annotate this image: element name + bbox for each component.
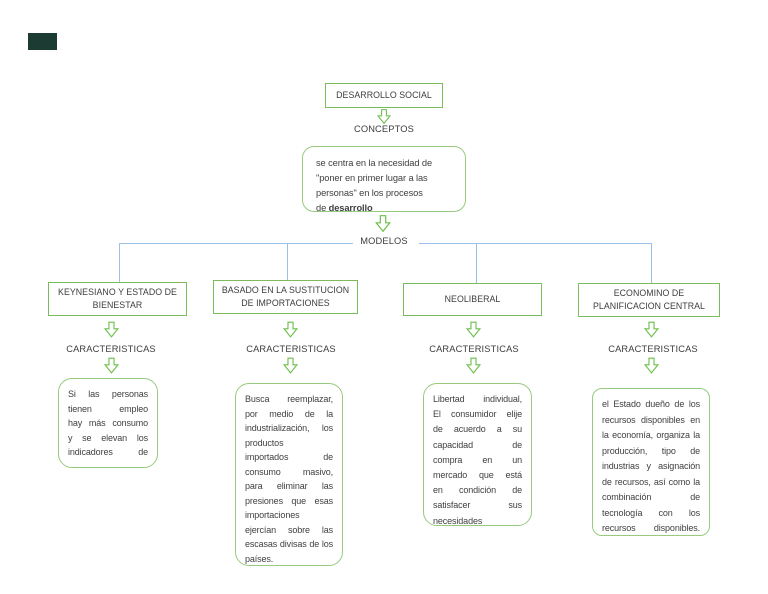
model-box-neoliberal: NEOLIBERAL [403,283,542,316]
down-arrow-icon [644,321,659,338]
root-title-box: DESARROLLO SOCIAL [325,83,443,108]
model-box-keynesiano: KEYNESIANO Y ESTADO DE BIENESTAR [48,282,187,316]
dark-rectangle-shape [28,33,57,50]
root-title: DESARROLLO SOCIAL [336,89,432,100]
down-arrow-icon [283,357,298,374]
caracteristicas-label-4: CARACTERISTICAS [608,344,698,354]
model-box-title: NEOLIBERAL [444,293,501,304]
caracteristicas-label-1: CARACTERISTICAS [66,344,156,354]
modelos-label: MODELOS [360,236,408,246]
down-arrow-icon [376,109,392,124]
model-box-sustitucion: BASADO EN LA SUSTITUCION DE IMPORTACIONE… [213,280,358,314]
concept-definition-box: se centra en la necesidad de "poner en p… [302,146,466,213]
caracteristicas-label-3: CARACTERISTICAS [429,344,519,354]
down-arrow-icon [104,321,119,338]
model-box-planificacion-central: ECONOMINO DE PLANIFICACION CENTRAL [578,283,720,317]
concept-definition-text: se centra en la necesidad de "poner en p… [316,158,433,213]
model-box-title: KEYNESIANO Y ESTADO DE BIENESTAR [58,286,177,311]
connector-line-left [119,243,353,244]
down-arrow-icon [466,321,481,338]
conceptos-label: CONCEPTOS [353,124,415,134]
down-arrow-icon [644,357,659,374]
connector-drop-2 [287,243,288,280]
model-box-title: ECONOMINO DE PLANIFICACION CENTRAL [592,287,705,312]
connector-drop-1 [119,243,120,282]
down-arrow-icon [283,321,298,338]
connector-drop-3 [476,243,477,283]
caracteristicas-label-2: CARACTERISTICAS [246,344,336,354]
down-arrow-icon [104,357,119,374]
model-box-title: BASADO EN LA SUSTITUCION DE IMPORTACIONE… [221,284,350,309]
down-arrow-icon [375,215,391,232]
connector-drop-4 [651,243,652,283]
down-arrow-icon [466,357,481,374]
connector-line-right [419,243,652,244]
